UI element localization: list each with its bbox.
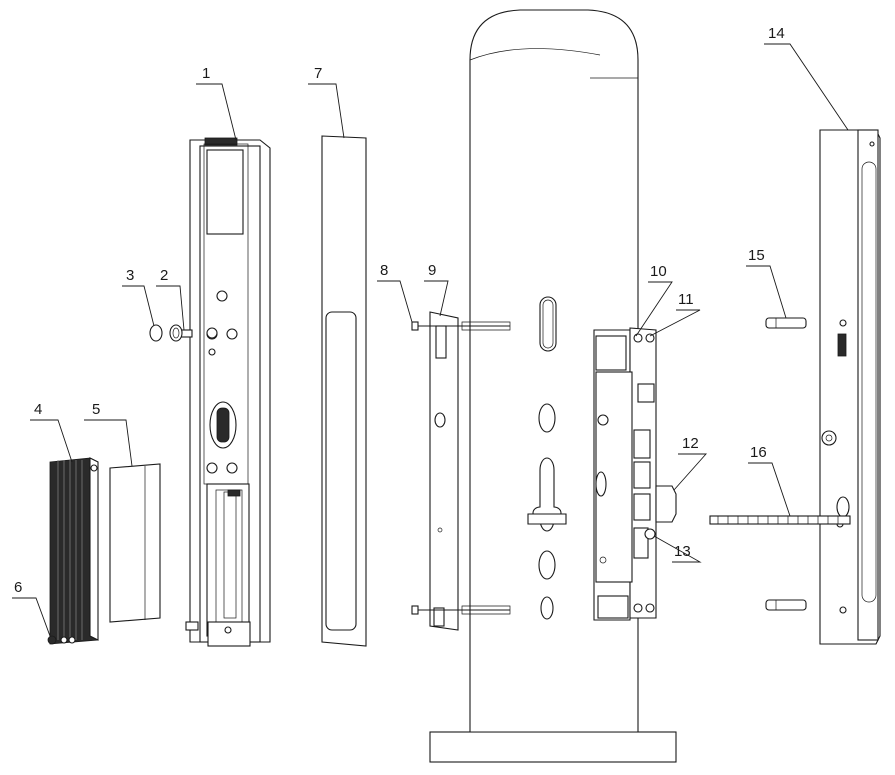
callout-1: 1 bbox=[202, 65, 210, 82]
bolts-8 bbox=[411, 321, 511, 615]
screws-11 bbox=[633, 333, 655, 613]
battery-cover-4 bbox=[49, 457, 99, 645]
knobs-3 bbox=[149, 324, 183, 342]
callout-5: 5 bbox=[92, 401, 100, 418]
front-panel bbox=[185, 137, 271, 647]
callout-16: 16 bbox=[750, 444, 767, 461]
callout-labels: 1 2 3 4 5 6 7 8 9 10 11 12 13 14 15 16 bbox=[14, 25, 785, 596]
callout-8: 8 bbox=[380, 262, 388, 279]
rear-panel-14 bbox=[819, 129, 881, 645]
callout-10: 10 bbox=[650, 263, 667, 280]
callout-13: 13 bbox=[674, 543, 691, 560]
callout-12: 12 bbox=[682, 435, 699, 452]
posts-15 bbox=[765, 317, 807, 611]
callout-6: 6 bbox=[14, 579, 22, 596]
screw-13 bbox=[644, 528, 656, 540]
latch-12 bbox=[655, 485, 677, 523]
screw-2 bbox=[179, 327, 218, 339]
callout-7: 7 bbox=[314, 65, 322, 82]
gasket-7 bbox=[321, 135, 367, 647]
back-plate-9 bbox=[429, 311, 459, 631]
callout-2: 2 bbox=[160, 267, 168, 284]
screw-6 bbox=[47, 635, 57, 645]
mortise-lock-10 bbox=[593, 327, 657, 621]
leader-lines bbox=[12, 43, 849, 637]
callout-4: 4 bbox=[34, 401, 42, 418]
callout-3: 3 bbox=[126, 267, 134, 284]
callout-14: 14 bbox=[768, 25, 785, 42]
callout-11: 11 bbox=[678, 291, 694, 308]
spindle-16 bbox=[709, 515, 851, 525]
battery-5 bbox=[109, 463, 161, 623]
callout-15: 15 bbox=[748, 247, 765, 264]
callout-9: 9 bbox=[428, 262, 436, 279]
